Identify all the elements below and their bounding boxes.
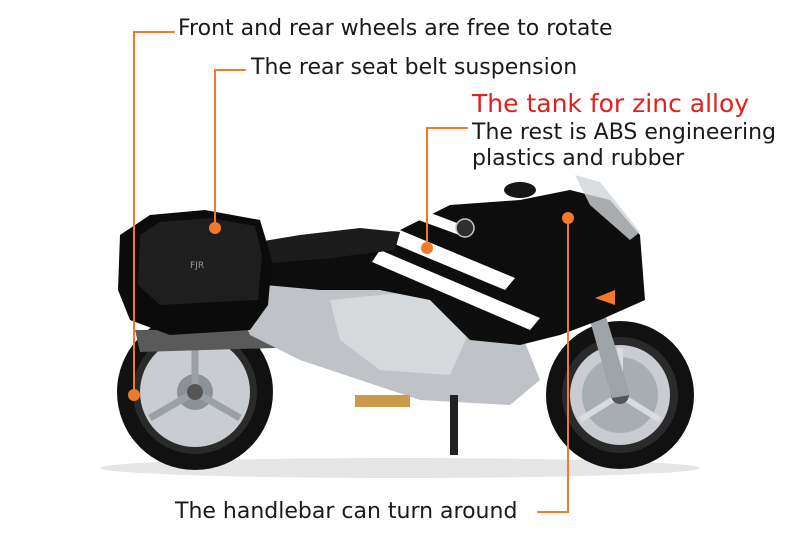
windshield xyxy=(575,175,640,240)
saddlebag-badge: FJR xyxy=(190,261,204,271)
caption-handlebar: The handlebar can turn around xyxy=(175,499,518,524)
caption-seat-belt: The rear seat belt suspension xyxy=(251,55,578,80)
caption-rest-line1: The rest is ABS engineering xyxy=(472,120,777,145)
caption-rest-line2: plastics and rubber xyxy=(472,146,685,171)
caption-wheels: Front and rear wheels are free to rotate xyxy=(178,16,613,41)
brand-emblem xyxy=(455,218,475,238)
seat xyxy=(240,228,400,265)
caption-tank: The tank for zinc alloy xyxy=(472,89,750,118)
